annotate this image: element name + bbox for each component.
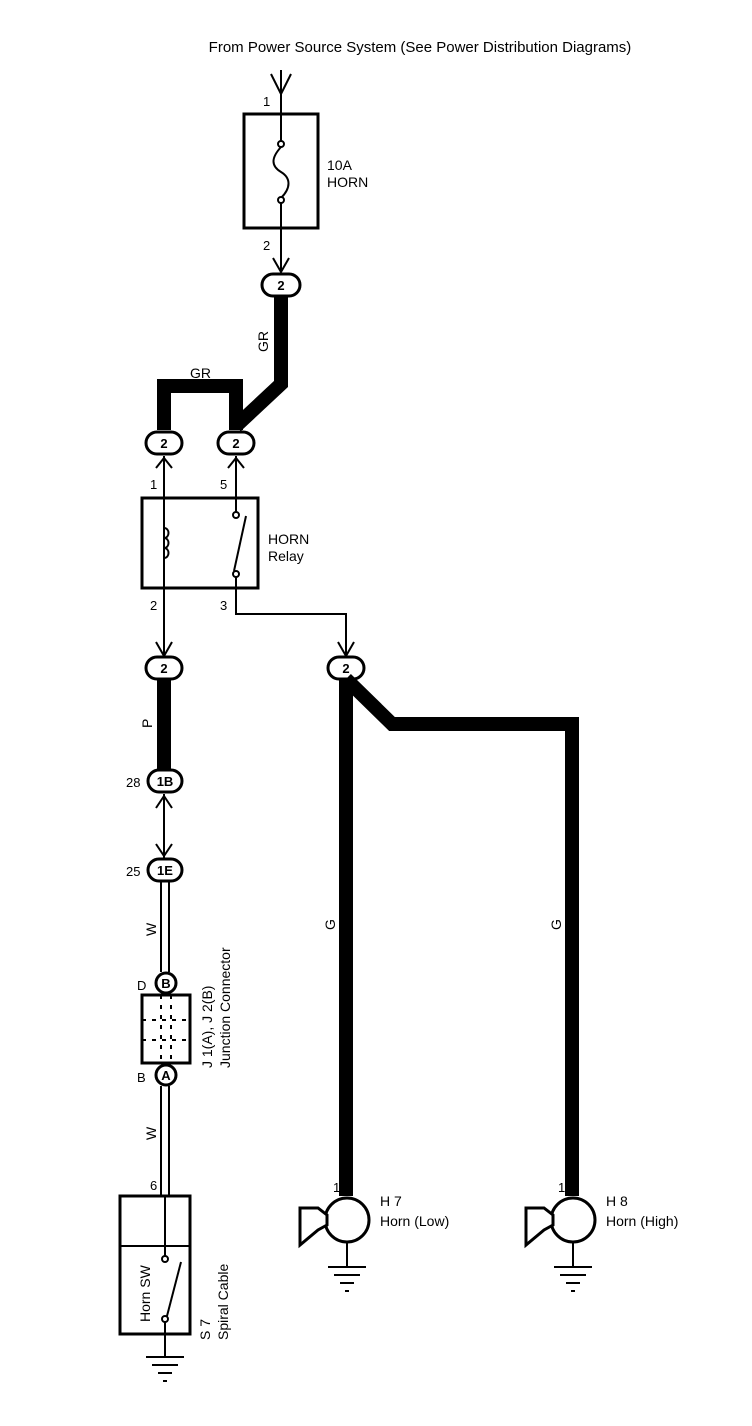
- horn-low-code: H 7: [380, 1193, 402, 1209]
- wire-color-g-high: G: [548, 919, 564, 930]
- relay-pin-3: 3: [220, 598, 227, 613]
- switch-pin-6: 6: [150, 1178, 157, 1193]
- switch-code: S 7: [197, 1319, 213, 1340]
- connector-top-2: 2: [260, 272, 302, 298]
- wire-color-gr-vertical: GR: [255, 331, 271, 352]
- junction-name-line2: Junction Connector: [217, 947, 233, 1068]
- svg-text:B: B: [161, 976, 170, 991]
- svg-text:1B: 1B: [157, 774, 174, 789]
- wire-g-high: [341, 673, 579, 1196]
- junction-pin-b: B: [137, 1070, 146, 1085]
- svg-text:2: 2: [277, 278, 284, 293]
- wire-color-g-low: G: [322, 919, 338, 930]
- horn-high-name: Horn (High): [606, 1213, 678, 1229]
- svg-text:1E: 1E: [157, 863, 173, 878]
- wire-color-w-lower: W: [143, 1126, 159, 1140]
- relay-name-line2: Relay: [268, 548, 304, 564]
- junction-pin-25: 25: [126, 864, 140, 879]
- fuse-10a-horn: [242, 112, 320, 230]
- junction-connector-a: A: [154, 1063, 178, 1087]
- junction-connector-b: B: [154, 971, 178, 995]
- horn-low: [298, 1196, 371, 1266]
- fuse-pin-out: 2: [263, 238, 270, 253]
- junction-name-line1: J 1(A), J 2(B): [199, 986, 215, 1068]
- horn-high: [524, 1196, 597, 1266]
- svg-text:2: 2: [160, 661, 167, 676]
- wire-w-lower: [160, 1086, 170, 1196]
- ground-symbol-horn-low: [328, 1266, 366, 1292]
- wire-color-p: P: [139, 719, 155, 728]
- junction-pin-28: 28: [126, 775, 140, 790]
- horn-high-code: H 8: [606, 1193, 628, 1209]
- svg-text:2: 2: [160, 436, 167, 451]
- fuse-pin-in: 1: [263, 94, 270, 109]
- connector-horn-feed-2: 2: [326, 655, 366, 681]
- svg-text:A: A: [161, 1068, 171, 1083]
- horn-switch-label: Horn SW: [137, 1264, 153, 1322]
- fuse-name: HORN: [327, 174, 368, 190]
- connector-pink-2: 2: [144, 655, 184, 681]
- wire-w-upper: [160, 881, 170, 972]
- connector-relay-right-2: 2: [216, 430, 256, 456]
- connector-1b: 1B: [146, 768, 184, 794]
- relay-pin-2: 2: [150, 598, 157, 613]
- wire-gr-loop: [157, 379, 243, 430]
- ground-symbol-horn-high: [554, 1266, 592, 1292]
- power-source-label: From Power Source System (See Power Dist…: [209, 39, 632, 56]
- horn-low-name: Horn (Low): [380, 1213, 449, 1229]
- junction-connector-body: [140, 993, 192, 1065]
- power-input-arrow: [270, 70, 292, 114]
- relay-pin-5: 5: [220, 477, 227, 492]
- horn-relay: [140, 496, 260, 590]
- relay-name-line1: HORN: [268, 531, 309, 547]
- horn-switch-spiral-cable: [118, 1194, 192, 1356]
- relay-pin-1: 1: [150, 477, 157, 492]
- fuse-rating: 10A: [327, 157, 353, 173]
- junction-pin-d: D: [137, 978, 146, 993]
- horn-high-pin: 1: [558, 1180, 565, 1195]
- switch-name: Spiral Cable: [215, 1264, 231, 1340]
- ground-symbol-switch: [146, 1356, 184, 1382]
- connector-relay-left-2: 2: [144, 430, 184, 456]
- svg-text:2: 2: [342, 661, 349, 676]
- svg-text:2: 2: [232, 436, 239, 451]
- wire-color-w-upper: W: [143, 922, 159, 936]
- connector-1e: 1E: [146, 857, 184, 883]
- wire-color-gr-horizontal: GR: [190, 365, 211, 381]
- horn-low-pin: 1: [333, 1180, 340, 1195]
- wire-gr-vertical: [231, 296, 288, 432]
